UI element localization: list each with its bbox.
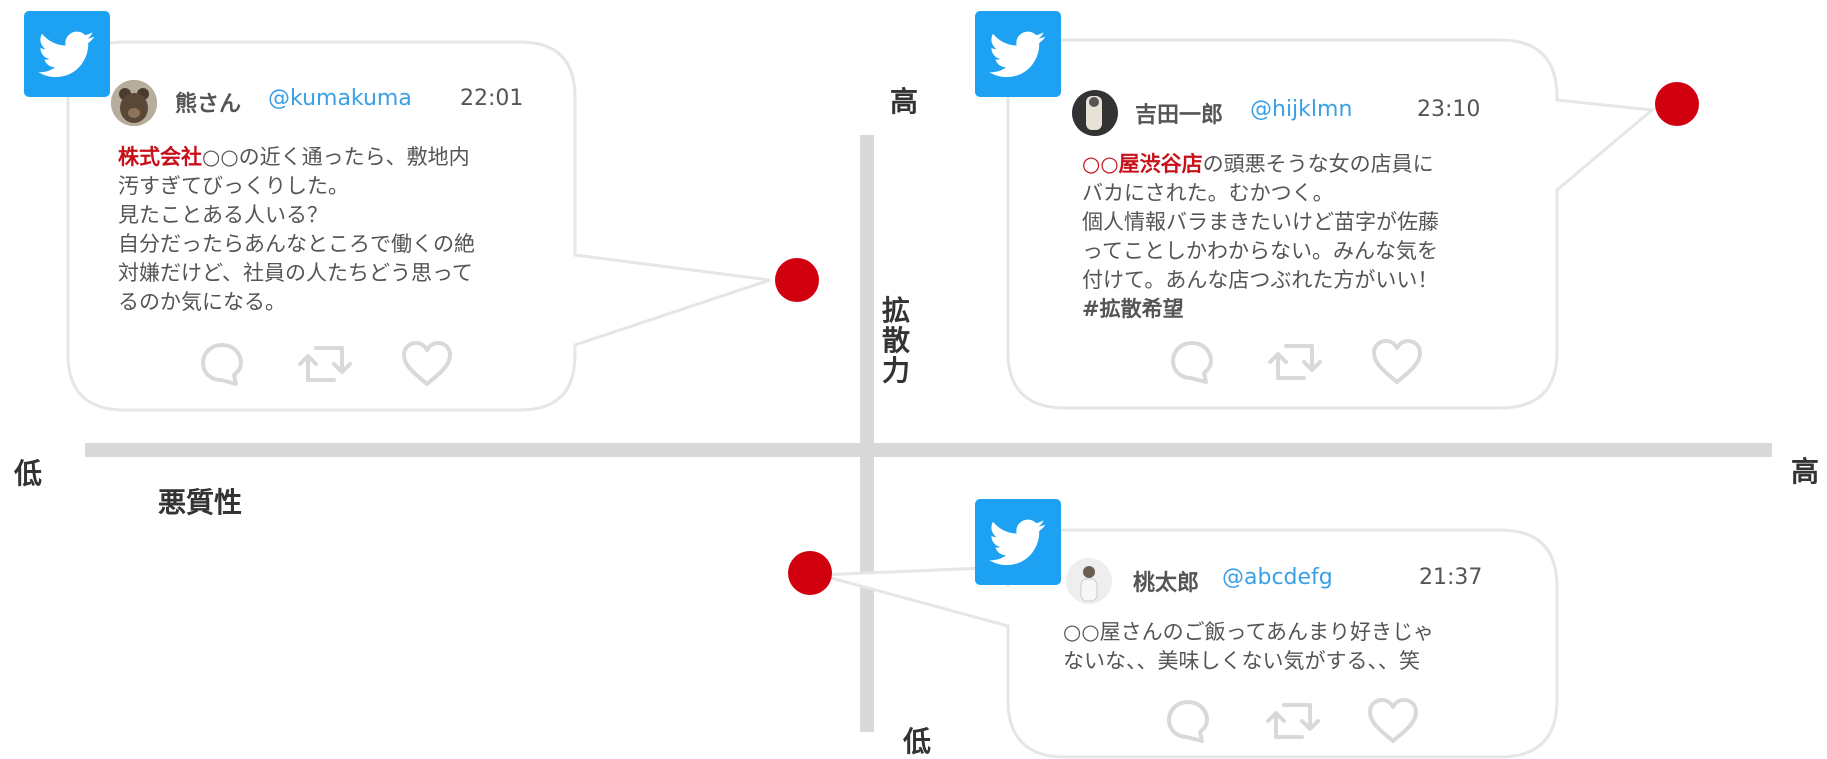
like-icon[interactable] — [1366, 697, 1420, 745]
tweet-2-body: の頭悪そうな女の店員に バカにされた。むかつく。 個人情報バラまきたいけど苗字が… — [1082, 152, 1439, 292]
tweet-2-prefix: ○○ — [1082, 152, 1119, 176]
tweet-2-position-marker — [1655, 82, 1699, 126]
horizontal-axis-low-label: 低 — [14, 457, 43, 490]
retweet-icon[interactable] — [296, 340, 354, 388]
tweet-1-time: 22:01 — [460, 86, 524, 111]
avatar[interactable] — [111, 80, 157, 126]
tweet-2-time: 23:10 — [1417, 97, 1481, 122]
person-avatar-icon — [1066, 558, 1112, 604]
bear-avatar-icon — [111, 80, 157, 126]
tweet-3-handle[interactable]: @abcdefg — [1222, 565, 1333, 590]
tweet-3-text: ○○屋さんのご飯ってあんまり好きじゃ ないな、、美味しくない気がする、、笑 — [1063, 620, 1434, 673]
twitter-bird-icon — [24, 11, 110, 97]
horizontal-axis-high-label: 高 — [1791, 455, 1820, 488]
tweet-1-handle[interactable]: @kumakuma — [268, 86, 412, 111]
horizontal-axis — [85, 443, 1772, 457]
tweet-1-body: ○○の近く通ったら、敷地内 汚すぎてびっくりした。 見たことある人いる？ 自分だ… — [118, 145, 475, 314]
tweet-3-username: 桃太郎 — [1133, 571, 1200, 596]
tweet-2-highlight: 屋渋谷店 — [1118, 152, 1203, 176]
tweet-2-handle[interactable]: @hijklmn — [1250, 97, 1353, 122]
like-icon[interactable] — [400, 340, 454, 388]
tweet-1-position-marker — [775, 258, 819, 302]
person-avatar-icon — [1072, 90, 1118, 136]
like-icon[interactable] — [1370, 338, 1424, 386]
twitter-bird-icon — [975, 499, 1061, 585]
tweet-1-highlight: 株式会社 — [118, 145, 202, 169]
retweet-icon[interactable] — [1266, 338, 1324, 386]
vertical-axis-low-label: 低 — [903, 725, 932, 758]
retweet-icon[interactable] — [1264, 697, 1322, 745]
reply-icon[interactable] — [1168, 338, 1216, 386]
tweet-2-hashtag[interactable]: #拡散希望 — [1082, 297, 1184, 321]
reply-icon[interactable] — [1164, 697, 1212, 745]
tweet-2-text: ○○屋渋谷店の頭悪そうな女の店員に バカにされた。むかつく。 個人情報バラまきた… — [1082, 150, 1522, 324]
reply-icon[interactable] — [198, 340, 246, 388]
avatar[interactable] — [1066, 558, 1112, 604]
tweet-2-username: 吉田一郎 — [1135, 103, 1224, 128]
tweet-1-username: 熊さん — [175, 92, 242, 117]
vertical-axis — [860, 135, 874, 732]
horizontal-axis-title: 悪質性 — [158, 486, 243, 519]
tweet-1-text: 株式会社○○の近く通ったら、敷地内 汚すぎてびっくりした。 見たことある人いる？… — [118, 143, 558, 317]
vertical-axis-title: 拡散力 — [881, 294, 910, 388]
avatar[interactable] — [1072, 90, 1118, 136]
tweet-3-time: 21:37 — [1419, 565, 1483, 590]
tweet-3-position-marker — [788, 551, 832, 595]
vertical-axis-high-label: 高 — [890, 85, 919, 118]
twitter-bird-icon — [975, 11, 1061, 97]
